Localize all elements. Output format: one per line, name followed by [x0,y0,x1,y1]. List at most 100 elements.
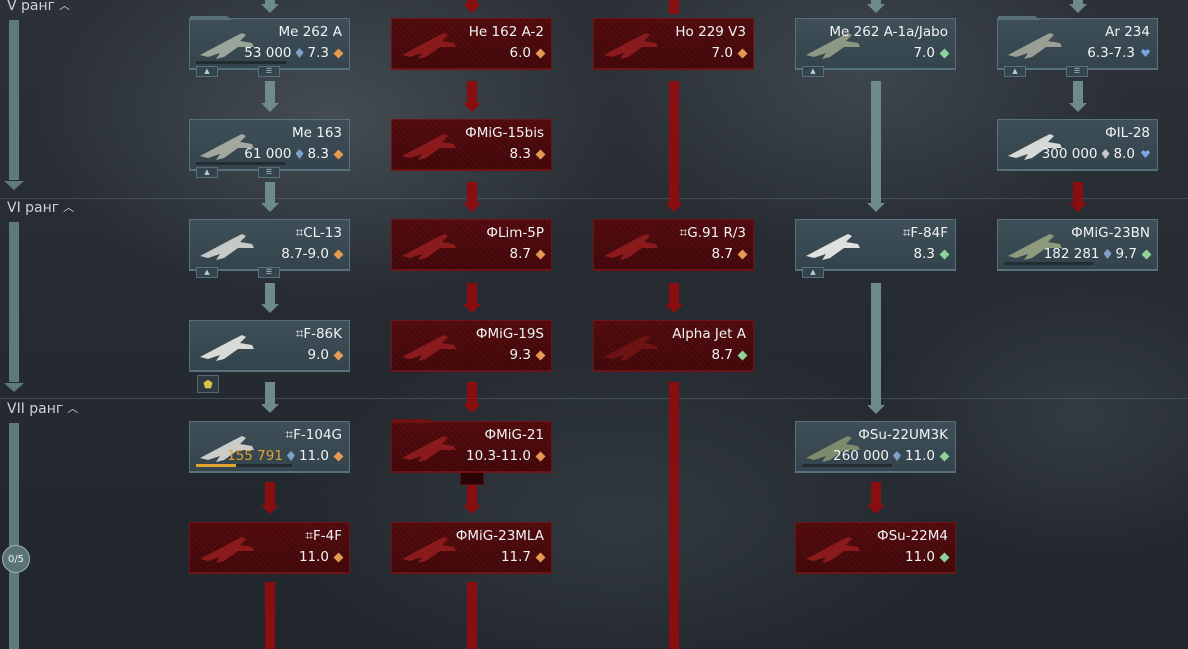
vehicle-name: ФLim-5P [486,225,544,241]
f84f-plane-icon [800,224,866,268]
tree-line [669,382,679,649]
green-diamond-icon [737,350,748,360]
vehicle-name: Me 262 A [278,24,342,40]
vehicle-card-mig23mla[interactable]: ФMiG-23MLA 11.7 [391,522,552,574]
tree-line [467,0,477,5]
vehicle-card-mig19s[interactable]: ФMiG-19S 9.3 [391,320,552,372]
expand-group-icon[interactable]: ▲ [196,167,218,178]
list-icon[interactable]: ☰ [1066,66,1088,77]
vehicle-stats: 182 281 9.7 [1044,246,1152,262]
tree-line [871,0,881,5]
chevron-up-icon: ︿ [67,402,79,415]
rp-icon [295,48,304,58]
rank-v-text: V ранг [7,0,56,14]
rank-separator [0,198,1188,199]
vehicle-card-alphajet[interactable]: Alpha Jet A 8.7 [593,320,754,372]
expand-group-icon[interactable]: ▲ [196,66,218,77]
vehicle-card-g91[interactable]: ⌗G.91 R/3 8.7 [593,219,754,271]
vehicle-name: He 162 A-2 [468,24,544,40]
rank-arrow-down-icon [4,181,24,190]
vehicle-stats: 8.7 [712,246,748,262]
vehicle-card-su22m4[interactable]: ФSu-22M4 11.0 [795,522,956,574]
vehicle-card-ar234[interactable]: Ar 234 6.3-7.3 ▲ ☰ [997,16,1158,77]
orange-diamond-icon [535,350,546,360]
vehicle-card-me262jabo[interactable]: Me 262 A-1a/Jabo 7.0 ▲ [795,18,956,77]
cl13-plane-icon [194,224,260,268]
green-diamond-icon [1141,249,1152,259]
battle-rating: 8.0 [1113,146,1135,162]
orange-diamond-icon [535,552,546,562]
battle-rating: 9.0 [307,347,329,363]
ho229-plane-icon [598,23,664,67]
tree-arrow-icon [1069,4,1087,13]
vehicle-stats: 11.0 [904,549,950,565]
vehicle-card-cl13[interactable]: ⌗CL-13 8.7-9.0 ▲ ☰ [189,219,350,278]
tree-arrow-icon [261,103,279,112]
tree-arrow-icon [463,103,481,112]
vehicle-name: Me 163 [291,125,342,141]
vehicle-stats: 7.0 [914,45,950,61]
vehicle-card-me262a[interactable]: Me 262 A 53 000 7.3 ▲ ☰ [189,16,350,77]
tree-arrow-icon [867,505,885,514]
vehicle-card-me163[interactable]: Me 163 61 000 8.3 ▲ ☰ [189,119,350,178]
list-icon[interactable]: ☰ [258,167,280,178]
vehicle-name: Me 262 A-1a/Jabo [829,24,948,40]
vehicle-card-su22um3k[interactable]: ФSu-22UM3K 260 000 11.0 [795,421,956,473]
vehicle-stats: 9.3 [509,347,546,363]
vehicle-stats: 61 000 8.3 [244,146,344,162]
group-tab [392,419,434,423]
orange-diamond-icon [333,350,344,360]
expand-group-icon[interactable]: ▲ [196,267,218,278]
crew-badge-icon[interactable]: ⬟ [197,375,219,393]
vehicle-card-mig15bis[interactable]: ФMiG-15bis 8.3 [391,119,552,171]
vehicle-card-mig21[interactable]: ФMiG-21 10.3-11.0 [391,419,552,473]
orange-diamond-icon [535,48,546,58]
battle-rating: 6.0 [509,45,531,61]
rank-v-label[interactable]: V ранг︿ [7,0,70,14]
battle-rating: 6.3-7.3 [1087,45,1135,61]
battle-rating: 8.7 [509,246,531,262]
vehicle-card-f4f[interactable]: ⌗F-4F 11.0 [189,522,350,574]
rp-icon [1101,149,1110,159]
vehicle-card-mig23bn[interactable]: ФMiG-23BN 182 281 9.7 [997,219,1158,271]
vehicle-card-f104g[interactable]: ⌗F-104G 155 791 11.0 [189,421,350,473]
orange-diamond-icon [737,48,748,58]
vehicle-name: Alpha Jet A [672,326,746,342]
rank-vi-text: VI ранг [7,200,60,216]
rank-separator [0,398,1188,399]
list-icon[interactable]: ☰ [258,267,280,278]
vehicle-card-f86k[interactable]: ⌗F-86K 9.0 [189,320,350,372]
rank-vi-label[interactable]: VI ранг︿ [7,200,74,216]
rp-icon [286,451,295,461]
expand-group-icon[interactable]: ▲ [1004,66,1026,77]
g91-plane-icon [598,224,664,268]
expand-group-icon[interactable]: ▲ [802,267,824,278]
tree-arrow-icon [463,4,481,13]
vehicle-name: ФIL-28 [1105,125,1150,141]
battle-rating: 11.0 [904,549,935,565]
tree-arrow-icon [261,4,279,13]
tree-line [871,482,881,505]
tree-line [1073,81,1083,103]
research-progress-bar [196,61,286,64]
vehicle-card-il28[interactable]: ФIL-28 300 000 8.0 [997,119,1158,171]
vehicle-card-ho229[interactable]: Ho 229 V3 7.0 [593,18,754,70]
battle-rating: 9.3 [509,347,531,363]
list-icon[interactable]: ☰ [258,66,280,77]
tree-arrow-icon [867,203,885,212]
rank-vii-label[interactable]: VII ранг︿ [7,401,78,417]
f86k-plane-icon [194,325,260,369]
vehicle-card-f84f[interactable]: ⌗F-84F 8.3 ▲ [795,219,956,278]
vehicle-stats: 10.3-11.0 [466,448,546,464]
alphajet-plane-icon [598,325,664,369]
vehicle-card-lim5p[interactable]: ФLim-5P 8.7 [391,219,552,271]
tree-line [265,182,275,203]
battle-rating: 8.7 [711,347,733,363]
battle-rating: 8.7-9.0 [281,246,329,262]
tree-line [467,382,477,404]
vehicle-card-he162[interactable]: He 162 A-2 6.0 [391,18,552,70]
vehicle-stats: 8.3 [510,146,546,162]
tree-line [467,283,477,304]
expand-group-icon[interactable]: ▲ [802,66,824,77]
orange-diamond-icon [535,149,546,159]
